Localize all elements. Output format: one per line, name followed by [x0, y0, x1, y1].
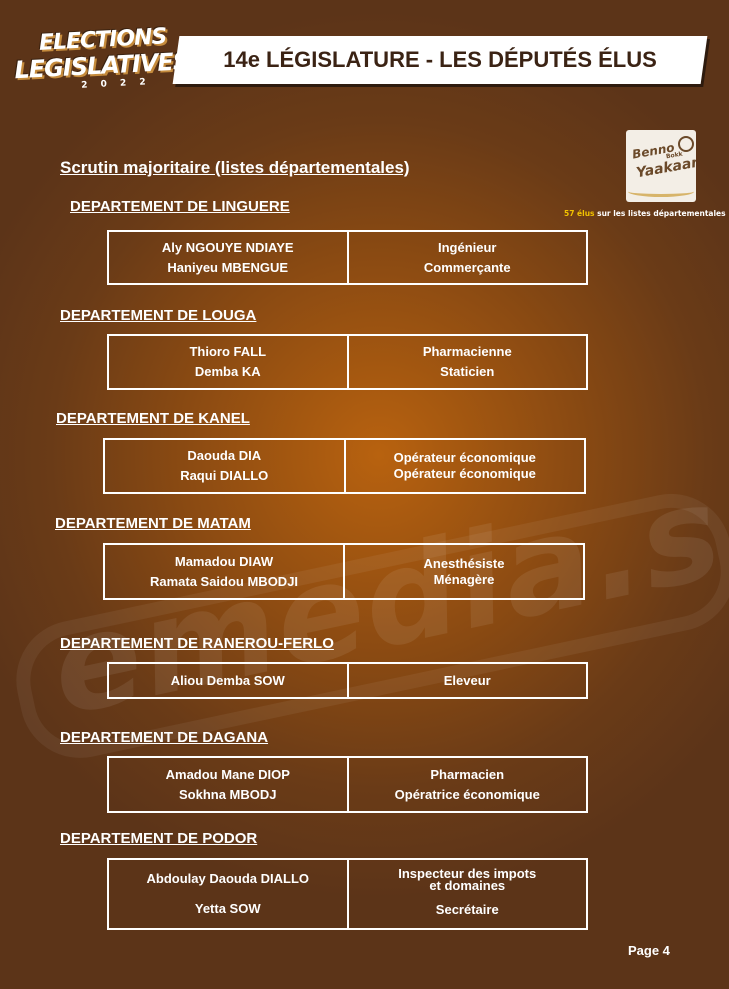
deputy-name: Aliou Demba SOW	[170, 672, 285, 688]
deputy-job-multiline: Inspecteur des impots et domaines	[398, 866, 537, 893]
deputy-name: Thioro FALL	[189, 344, 267, 359]
deputy-job: Ingénieur	[437, 239, 497, 255]
deputy-name: Yetta SOW	[194, 901, 261, 916]
deputy-job: Ménagère	[433, 571, 495, 587]
dept-table-linguere: Aly NGOUYE NDIAYE Haniyeu MBENGUE Ingéni…	[107, 230, 588, 285]
deputy-job: et domaines	[429, 878, 506, 893]
deputy-job: Opérateur économique	[393, 450, 536, 465]
deputy-name: Sokhna MBODJ	[178, 786, 277, 802]
dept-heading-podor: DEPARTEMENT DE PODOR	[60, 830, 258, 847]
dept-table-kanel: Daouda DIA Raqui DIALLO Opérateur économ…	[103, 438, 586, 494]
deputy-job: Eleveur	[443, 672, 491, 688]
deputy-name: Daouda DIA	[187, 448, 262, 463]
dept-heading-kanel: DEPARTEMENT DE KANEL	[56, 410, 250, 427]
dept-heading-matam: DEPARTEMENT DE MATAM	[55, 515, 251, 532]
elus-count: 57 élus	[564, 209, 595, 218]
jobs-cell: Opérateur économique Opérateur économiqu…	[346, 440, 585, 492]
deputy-name: Amadou Mane DIOP	[165, 766, 290, 782]
deputy-name: Haniyeu MBENGUE	[167, 259, 289, 275]
deputy-job: Anesthésiste	[423, 555, 505, 571]
elus-text: sur les listes départementales	[594, 209, 726, 218]
jobs-cell: Inspecteur des impots et domaines Secrét…	[349, 860, 587, 928]
jobs-cell: Anesthésiste Ménagère	[345, 545, 583, 598]
section-heading: Scrutin majoritaire (listes départementa…	[60, 158, 410, 177]
page-title: 14e LÉGISLATURE - LES DÉPUTÉS ÉLUS	[223, 47, 657, 72]
dept-table-dagana: Amadou Mane DIOP Sokhna MBODJ Pharmacien…	[107, 756, 588, 813]
deputy-name: Demba KA	[194, 364, 261, 379]
deputy-job: Opératrice économique	[394, 786, 540, 802]
names-cell: Abdoulay Daouda DIALLO Yetta SOW	[109, 860, 349, 928]
dept-table-louga: Thioro FALL Demba KA Pharmacienne Static…	[107, 334, 588, 390]
deputy-name: Abdoulay Daouda DIALLO	[146, 871, 310, 886]
deputy-job: Staticien	[440, 364, 495, 379]
deputy-job: Commerçante	[423, 259, 511, 275]
names-cell: Amadou Mane DIOP Sokhna MBODJ	[109, 758, 349, 811]
jobs-cell: Eleveur	[349, 664, 587, 697]
dept-table-ranerou-ferlo: Aliou Demba SOW Eleveur	[107, 662, 588, 699]
deputy-job: Pharmacien	[430, 766, 505, 782]
jobs-cell: Pharmacien Opératrice économique	[349, 758, 587, 811]
jobs-cell: Ingénieur Commerçante	[349, 232, 587, 283]
jobs-cell: Pharmacienne Staticien	[349, 336, 587, 388]
names-cell: Daouda DIA Raqui DIALLO	[105, 440, 346, 492]
deputy-name: Raqui DIALLO	[180, 468, 269, 483]
deputy-job: Opérateur économique	[393, 466, 536, 481]
deputy-name: Aly NGOUYE NDIAYE	[161, 239, 294, 255]
benno-bokk-yaakaar-logo: Benno Bokk Yaakaar	[626, 130, 696, 202]
dept-heading-ranerou-ferlo: DEPARTEMENT DE RANEROU-FERLO	[60, 635, 334, 652]
elus-note: 57 élus sur les listes départementales	[564, 209, 726, 218]
deputy-job: Pharmacienne	[422, 344, 512, 359]
logo-year: 2 0 2 2	[81, 77, 151, 91]
names-cell: Mamadou DIAW Ramata Saidou MBODJI	[105, 545, 345, 598]
names-cell: Aliou Demba SOW	[109, 664, 349, 697]
dept-heading-louga: DEPARTEMENT DE LOUGA	[60, 307, 257, 324]
names-cell: Aly NGOUYE NDIAYE Haniyeu MBENGUE	[109, 232, 349, 283]
page-number: Page 4	[628, 943, 670, 958]
deputy-name: Ramata Saidou MBODJI	[149, 573, 299, 589]
logo-swoosh	[628, 186, 694, 197]
deputy-name: Mamadou DIAW	[174, 553, 274, 569]
dept-heading-linguere: DEPARTEMENT DE LINGUERE	[70, 198, 290, 215]
dept-table-podor: Abdoulay Daouda DIALLO Yetta SOW Inspect…	[107, 858, 588, 930]
deputy-job: Inspecteur des impots	[398, 866, 537, 881]
logo-circle-icon	[678, 136, 694, 152]
names-cell: Thioro FALL Demba KA	[109, 336, 349, 388]
deputy-job: Secrétaire	[435, 902, 499, 917]
elections-logo: ELECTIONS LEGISLATIVES 2 0 2 2	[8, 20, 190, 101]
dept-heading-dagana: DEPARTEMENT DE DAGANA	[60, 729, 269, 746]
dept-table-matam: Mamadou DIAW Ramata Saidou MBODJI Anesth…	[103, 543, 585, 600]
